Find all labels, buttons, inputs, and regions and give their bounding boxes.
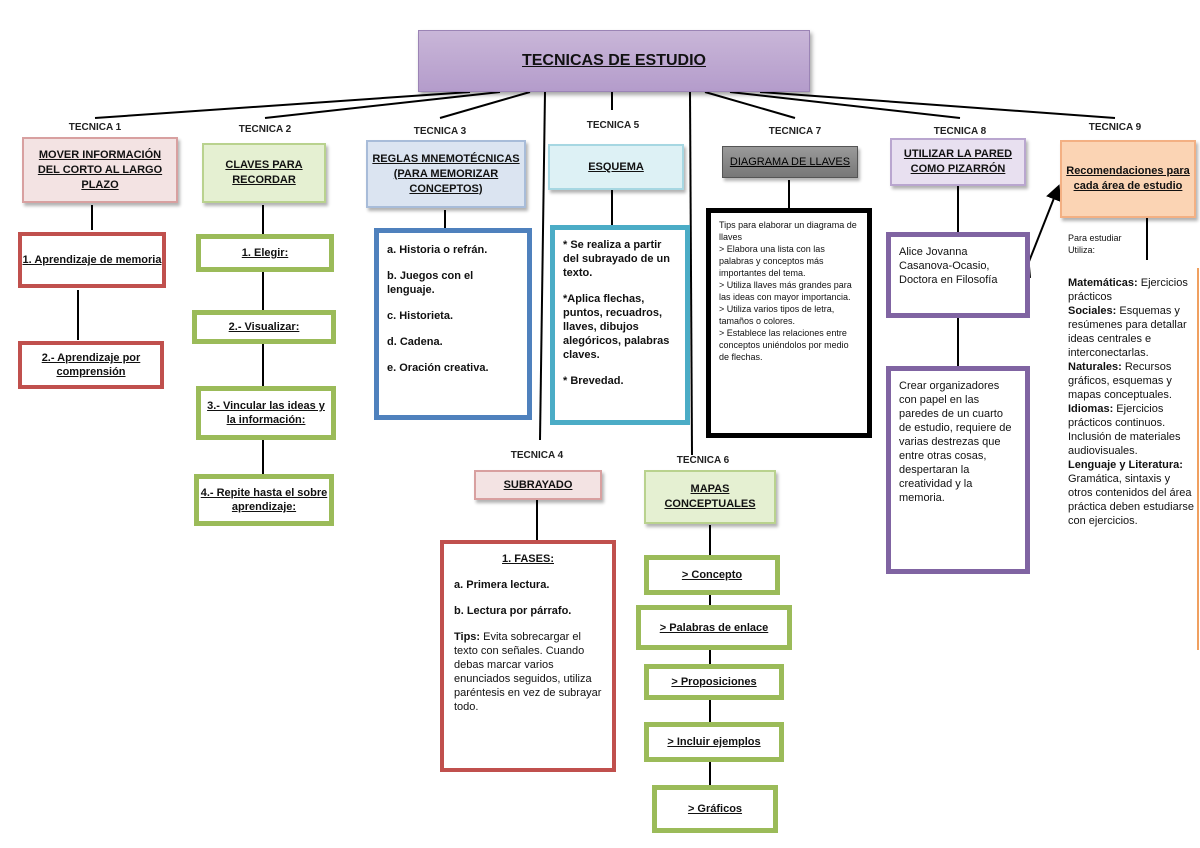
technique-3-item-3: c. Historieta.	[387, 310, 454, 322]
technique-2-step-2: 2.- Visualizar:	[192, 310, 336, 344]
technique-2-label: TECNICA 2	[238, 124, 292, 135]
technique-1-box-1: 1. Aprendizaje de memoria	[18, 232, 166, 288]
technique-3-item-5: e. Oración creativa.	[387, 362, 489, 374]
area-naturales-text: Recursos gráficos, esquemas y mapas conc…	[1068, 361, 1172, 401]
technique-6-item-4: > Incluir ejemplos	[644, 722, 784, 762]
technique-6-item-1-text: > Concepto	[681, 569, 743, 581]
technique-2-step-4: 4.- Repite hasta el sobre aprendizaje:	[194, 474, 334, 526]
technique-7-box: Tips para elaborar un diagrama de llaves…	[706, 208, 872, 438]
technique-6-item-5: > Gráficos	[652, 785, 778, 833]
technique-7-line-3: > Utiliza llaves más grandes para las id…	[719, 280, 852, 302]
area-sociales: Sociales: Esquemas y resúmenes para deta…	[1068, 304, 1194, 360]
technique-3-item-2: b. Juegos con el lenguaje.	[387, 270, 474, 296]
technique-5-list: * Se realiza a partir del subrayado de u…	[550, 225, 690, 425]
technique-8-author: Alice Jovanna Casanova-Ocasio, Doctora e…	[899, 246, 998, 286]
technique-5-item-1: * Se realiza a partir del subrayado de u…	[563, 239, 670, 279]
main-title-box: TECNICAS DE ESTUDIO	[418, 30, 810, 92]
technique-1-box-1-text: 1. Aprendizaje de memoria	[22, 254, 162, 266]
technique-7-label: TECNICA 7	[768, 126, 822, 137]
technique-6-item-4-text: > Incluir ejemplos	[667, 736, 761, 748]
technique-2-step-3-text: 3.- Vincular las ideas y la información:	[207, 400, 325, 426]
area-matematicas: Matemáticas: Ejercicios prácticos	[1068, 276, 1194, 304]
technique-2-step-1-text: 1. Elegir:	[241, 247, 289, 259]
technique-2-step-3: 3.- Vincular las ideas y la información:	[196, 386, 336, 440]
technique-4-header: SUBRAYADO	[474, 470, 602, 500]
technique-2-header-text: CLAVES PARA RECORDAR	[225, 159, 303, 186]
area-idiomas-name: Idiomas:	[1068, 403, 1114, 415]
technique-5-item-2: *Aplica flechas, puntos, recuadros, llav…	[563, 293, 670, 361]
technique-1-header-text: MOVER INFORMACIÓN DEL CORTO AL LARGO PLA…	[37, 148, 163, 191]
technique-1-box-2-text: 2.- Aprendizaje por comprensión	[41, 352, 141, 378]
technique-7-line-5: > Establece las relaciones entre concept…	[719, 328, 849, 362]
area-idiomas: Idiomas: Ejercicios prácticos continuos.…	[1068, 402, 1194, 458]
technique-4-tips-label: Tips:	[454, 631, 481, 643]
technique-8-header-text: UTILIZAR LA PARED COMO PIZARRÓN	[903, 148, 1013, 175]
technique-6-item-3: > Proposiciones	[644, 664, 784, 700]
technique-3-label: TECNICA 3	[413, 126, 467, 137]
area-matematicas-text: Ejercicios prácticos	[1068, 277, 1188, 303]
technique-9-areas: Matemáticas: Ejercicios prácticos Social…	[1068, 276, 1194, 528]
area-naturales: Naturales: Recursos gráficos, esquemas y…	[1068, 360, 1194, 402]
area-idiomas-text: Ejercicios prácticos continuos. Inclusió…	[1068, 403, 1181, 457]
technique-1-box-2: 2.- Aprendizaje por comprensión	[18, 341, 164, 389]
technique-5-item-3: * Brevedad.	[563, 375, 624, 387]
technique-8-header: UTILIZAR LA PARED COMO PIZARRÓN	[890, 138, 1026, 186]
technique-9-header: Recomendaciones para cada área de estudi…	[1060, 140, 1196, 218]
technique-4-tips: Tips: Evita sobrecargar el texto con señ…	[454, 630, 602, 714]
technique-7-header: DIAGRAMA DE LLAVES	[722, 146, 858, 178]
technique-1-header: MOVER INFORMACIÓN DEL CORTO AL LARGO PLA…	[22, 137, 178, 203]
technique-4-label: TECNICA 4	[510, 450, 564, 461]
technique-3-header-text: REGLAS MNEMOTÉCNICAS (PARA MEMORIZAR CON…	[372, 152, 520, 195]
area-sociales-text: Esquemas y resúmenes para detallar ideas…	[1068, 305, 1187, 359]
area-lenguaje-text: Gramática, sintaxis y otros contenidos d…	[1068, 473, 1194, 527]
technique-3-item-4: d. Cadena.	[387, 336, 443, 348]
technique-8-label: TECNICA 8	[933, 126, 987, 137]
technique-4-phase-a: a. Primera lectura.	[454, 579, 550, 591]
technique-4-tips-text: Evita sobrecargar el texto con señales. …	[454, 631, 602, 713]
technique-7-line-2: > Elabora una lista con las palabras y c…	[719, 244, 825, 278]
technique-1-label: TECNICA 1	[68, 122, 122, 133]
technique-6-header: MAPAS CONCEPTUALES	[644, 470, 776, 524]
technique-6-header-text: MAPAS CONCEPTUALES	[664, 483, 756, 510]
area-lenguaje-name: Lenguaje y Literatura:	[1068, 459, 1183, 471]
technique-3-header: REGLAS MNEMOTÉCNICAS (PARA MEMORIZAR CON…	[366, 140, 526, 208]
technique-2-header: CLAVES PARA RECORDAR	[202, 143, 326, 203]
technique-4-box: 1. FASES: a. Primera lectura. b. Lectura…	[440, 540, 616, 772]
technique-2-step-2-text: 2.- Visualizar:	[228, 321, 300, 333]
technique-9-label: TECNICA 9	[1088, 122, 1142, 133]
technique-7-line-1: Tips para elaborar un diagrama de llaves	[719, 220, 857, 242]
technique-4-phase-b: b. Lectura por párrafo.	[454, 605, 572, 617]
technique-5-label: TECNICA 5	[586, 120, 640, 131]
technique-9-intro: Para estudiar Utiliza:	[1068, 233, 1122, 255]
technique-9-header-text: Recomendaciones para cada área de estudi…	[1066, 165, 1190, 192]
technique-6-item-1: > Concepto	[644, 555, 780, 595]
area-naturales-name: Naturales:	[1068, 361, 1122, 373]
technique-2-step-1: 1. Elegir:	[196, 234, 334, 272]
technique-6-label: TECNICA 6	[676, 455, 730, 466]
area-sociales-name: Sociales:	[1068, 305, 1117, 317]
main-title: TECNICAS DE ESTUDIO	[521, 52, 706, 69]
technique-8-desc: Crear organizadores con papel en las par…	[899, 380, 1012, 504]
area-matematicas-name: Matemáticas:	[1068, 277, 1138, 289]
technique-3-item-1: a. Historia o refrán.	[387, 244, 488, 256]
technique-8-author-box: Alice Jovanna Casanova-Ocasio, Doctora e…	[886, 232, 1030, 318]
technique-6-item-5-text: > Gráficos	[687, 803, 743, 815]
technique-2-step-4-text: 4.- Repite hasta el sobre aprendizaje:	[200, 487, 328, 513]
technique-6-item-3-text: > Proposiciones	[671, 676, 757, 688]
technique-5-header-text: ESQUEMA	[588, 160, 644, 173]
technique-4-header-text: SUBRAYADO	[503, 478, 573, 491]
technique-5-header: ESQUEMA	[548, 144, 684, 190]
technique-3-list: a. Historia o refrán. b. Juegos con el l…	[374, 228, 532, 420]
technique-7-line-4: > Utiliza varios tipos de letra, tamaños…	[719, 304, 835, 326]
technique-6-item-2-text: > Palabras de enlace	[659, 621, 769, 634]
technique-8-desc-box: Crear organizadores con papel en las par…	[886, 366, 1030, 574]
technique-7-header-text: DIAGRAMA DE LLAVES	[729, 155, 851, 168]
area-lenguaje: Lenguaje y Literatura: Gramática, sintax…	[1068, 458, 1194, 528]
technique-4-fases: 1. FASES:	[502, 553, 554, 565]
technique-6-item-2: > Palabras de enlace	[636, 605, 792, 650]
